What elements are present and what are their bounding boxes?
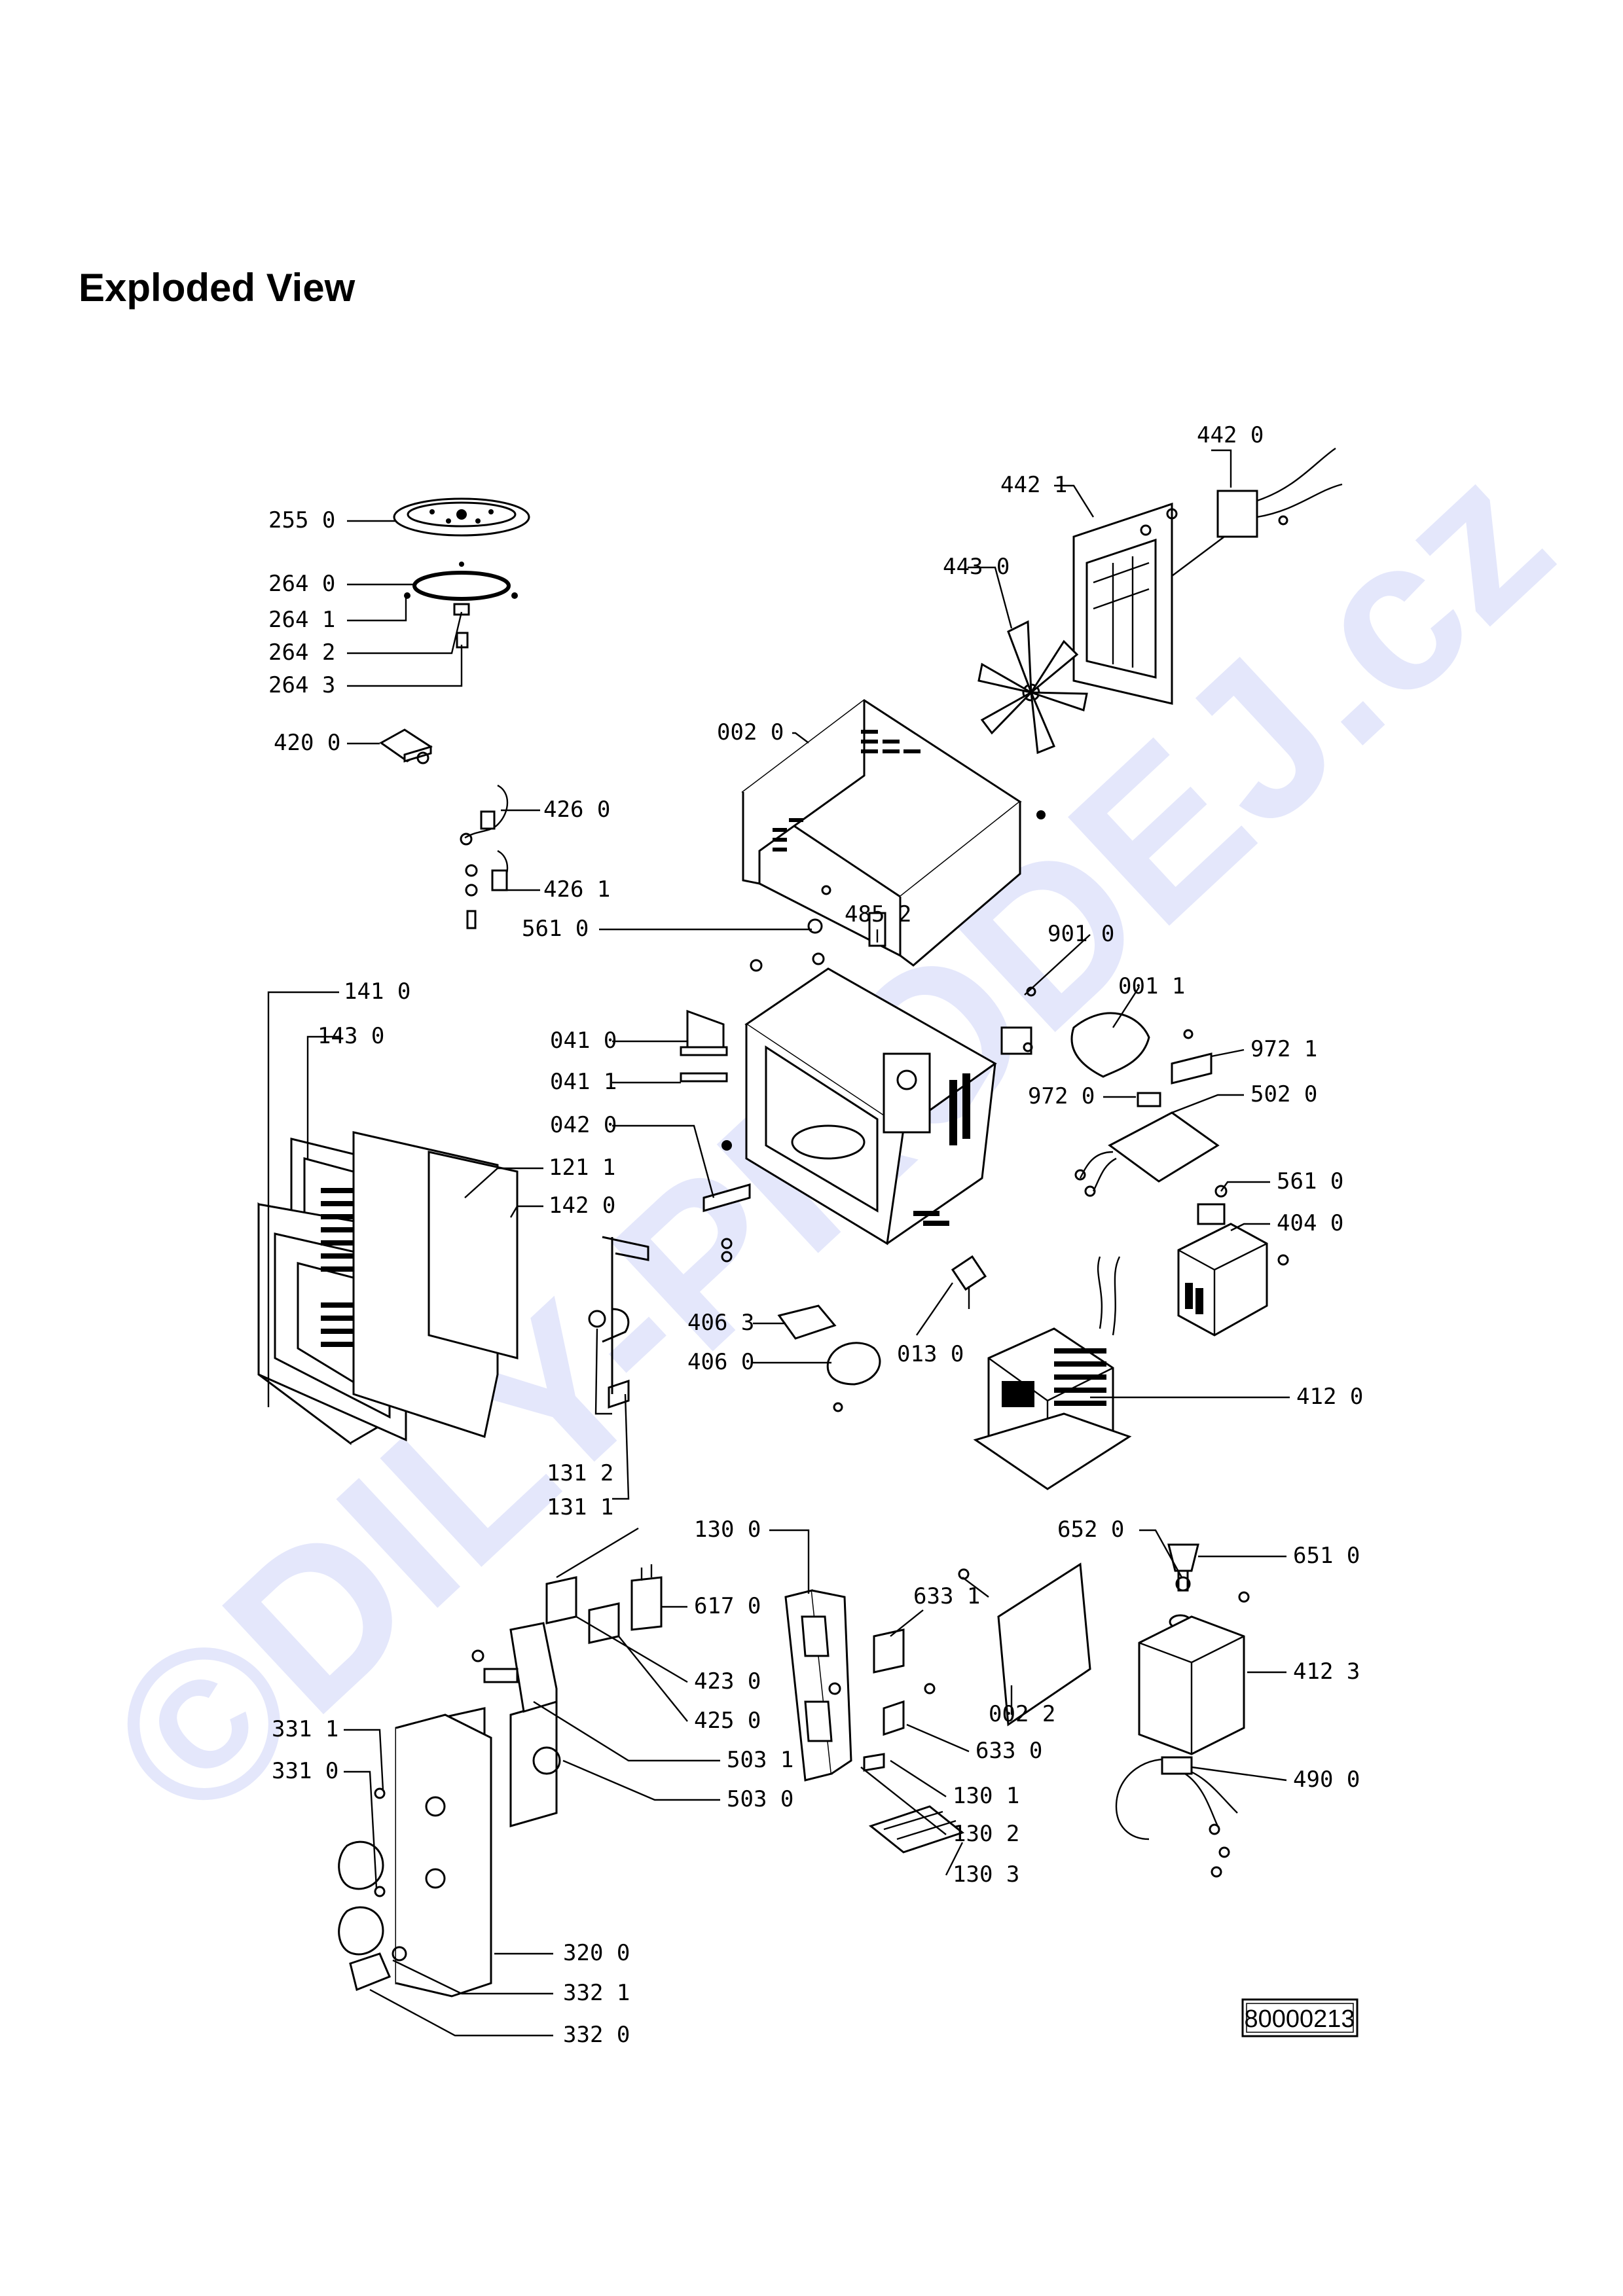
part-label-141-0: 141 0 bbox=[344, 978, 410, 1005]
part-label-331-0: 331 0 bbox=[272, 1758, 338, 1784]
leader-lines bbox=[267, 449, 1290, 2037]
part-label-002-0: 002 0 bbox=[717, 719, 784, 745]
part-label-633-0: 633 0 bbox=[976, 1738, 1042, 1764]
part-label-013-0: 013 0 bbox=[897, 1341, 964, 1367]
part-label-426-0: 426 0 bbox=[543, 797, 610, 823]
part-label-131-1: 131 1 bbox=[547, 1494, 613, 1520]
part-label-001-1: 001 1 bbox=[1118, 973, 1185, 999]
part-label-121-1: 121 1 bbox=[549, 1155, 615, 1181]
part-label-406-0: 406 0 bbox=[687, 1349, 754, 1375]
part-label-142-0: 142 0 bbox=[549, 1193, 615, 1219]
part-label-412-0: 412 0 bbox=[1296, 1384, 1363, 1410]
part-label-130-2: 130 2 bbox=[953, 1821, 1019, 1847]
part-label-130-0: 130 0 bbox=[694, 1516, 761, 1543]
part-label-503-1: 503 1 bbox=[727, 1747, 793, 1773]
part-label-426-1: 426 1 bbox=[543, 876, 610, 903]
part-label-652-0: 652 0 bbox=[1057, 1516, 1124, 1543]
part-label-651-0: 651 0 bbox=[1293, 1543, 1360, 1569]
part-label-561-0-b: 561 0 bbox=[1277, 1168, 1343, 1194]
part-labels: 255 0 264 0 264 1 264 2 264 3 420 0 426 … bbox=[268, 422, 1363, 2048]
part-label-264-2: 264 2 bbox=[268, 639, 335, 666]
part-label-131-2: 131 2 bbox=[547, 1460, 613, 1486]
part-label-503-0: 503 0 bbox=[727, 1786, 793, 1812]
part-label-320-0: 320 0 bbox=[563, 1940, 630, 1966]
part-label-331-1: 331 1 bbox=[272, 1716, 338, 1742]
part-label-406-3: 406 3 bbox=[687, 1310, 754, 1336]
drawing-number: 80000213 bbox=[1244, 2005, 1355, 2033]
part-label-130-3: 130 3 bbox=[953, 1861, 1019, 1888]
part-label-443-0: 443 0 bbox=[943, 554, 1010, 580]
part-label-002-2: 002 2 bbox=[989, 1701, 1055, 1727]
part-label-264-1: 264 1 bbox=[268, 607, 335, 633]
part-label-425-0: 425 0 bbox=[694, 1708, 761, 1734]
part-label-561-0-a: 561 0 bbox=[522, 916, 589, 942]
part-label-412-3: 412 3 bbox=[1293, 1659, 1360, 1685]
part-label-633-1: 633 1 bbox=[913, 1583, 980, 1609]
page-title: Exploded View bbox=[79, 266, 356, 310]
part-label-264-3: 264 3 bbox=[268, 672, 335, 698]
drawing-number-box: 80000213 bbox=[1241, 1998, 1359, 2037]
part-label-423-0: 423 0 bbox=[694, 1668, 761, 1695]
part-label-264-0: 264 0 bbox=[268, 571, 335, 597]
part-label-972-1: 972 1 bbox=[1250, 1036, 1317, 1062]
part-label-404-0: 404 0 bbox=[1277, 1210, 1343, 1236]
part-label-143-0: 143 0 bbox=[318, 1023, 384, 1049]
part-label-041-0: 041 0 bbox=[550, 1028, 617, 1054]
part-label-332-1: 332 1 bbox=[563, 1980, 630, 2006]
part-label-041-1: 041 1 bbox=[550, 1069, 617, 1095]
part-label-442-1: 442 1 bbox=[1000, 472, 1067, 498]
part-label-255-0: 255 0 bbox=[268, 507, 335, 533]
part-label-490-0: 490 0 bbox=[1293, 1767, 1360, 1793]
part-label-617-0: 617 0 bbox=[694, 1593, 761, 1619]
part-label-485-2: 485 2 bbox=[845, 901, 911, 927]
part-label-442-0: 442 0 bbox=[1197, 422, 1264, 448]
part-label-042-0: 042 0 bbox=[550, 1112, 617, 1138]
part-label-901-0: 901 0 bbox=[1048, 921, 1114, 947]
part-label-332-0: 332 0 bbox=[563, 2022, 630, 2048]
part-label-502-0: 502 0 bbox=[1250, 1081, 1317, 1107]
part-label-972-0: 972 0 bbox=[1028, 1083, 1095, 1109]
part-label-130-1: 130 1 bbox=[953, 1783, 1019, 1809]
part-label-420-0: 420 0 bbox=[274, 730, 340, 756]
